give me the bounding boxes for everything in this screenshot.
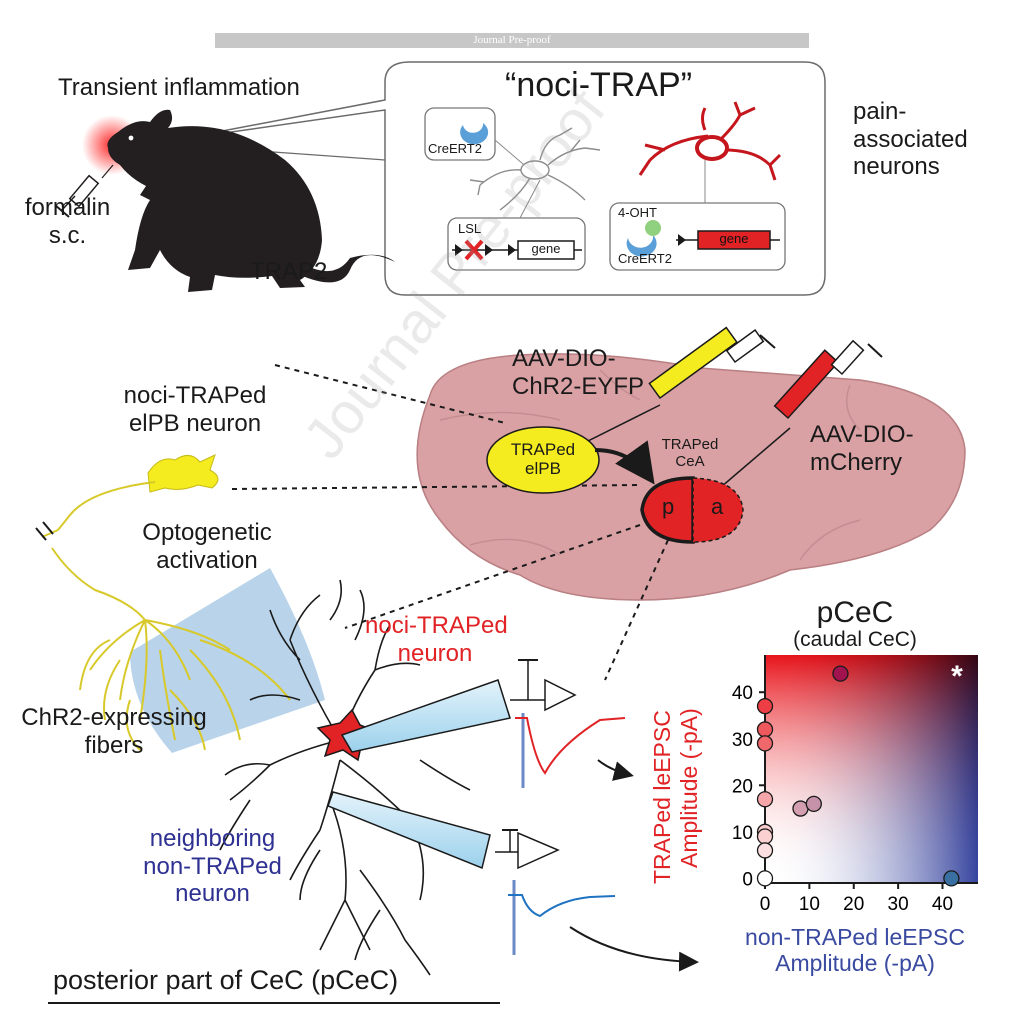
syringe-mcherry <box>699 339 883 506</box>
chr2-fibers-label: ChR2-expressing fibers <box>21 704 207 759</box>
x-tick-label: 0 <box>760 894 771 915</box>
creert2-icon <box>460 123 489 145</box>
traped-cea-label: TRAPed CeA <box>661 436 719 470</box>
fiber-break-icon <box>35 521 54 541</box>
data-point <box>756 828 774 845</box>
data-point <box>943 870 960 887</box>
data-point <box>756 870 774 887</box>
syringe-icon <box>54 164 114 218</box>
journal-banner: Journal Pre-proof <box>215 33 809 48</box>
4-oht-label: 4-OHT <box>618 205 657 220</box>
pipette-top <box>340 659 577 753</box>
syringe-chr2 <box>559 326 776 456</box>
gene-label-2: gene <box>719 231 749 246</box>
gene-activation-cassette <box>626 220 780 257</box>
chart-subtitle: (caudal CeC) <box>793 628 917 651</box>
data-point <box>756 791 774 808</box>
x-tick-label: 30 <box>888 894 909 915</box>
x-tick-label: 40 <box>932 894 953 915</box>
y-axis-label-line-2: Amplitude (-pA) <box>676 708 702 868</box>
x-tick-label: 20 <box>843 894 864 915</box>
cea-p-label: p <box>662 494 675 519</box>
footer-title: posterior part of CeC (pCeC) <box>53 965 399 995</box>
mouse-icon <box>107 109 395 292</box>
data-point <box>756 735 774 752</box>
y-tick-label: 20 <box>732 776 753 797</box>
scatter-chart: 0 10 20 30 40 0 10 20 30 40 * <box>732 655 978 915</box>
noci-elpb-label: noci-TRAPed elPB neuron <box>123 382 267 437</box>
epsc-trace-red <box>515 713 626 788</box>
lsl-label: LSL <box>458 221 482 236</box>
x-tick-label: 10 <box>799 894 820 915</box>
arrow-to-chart-1 <box>597 759 634 781</box>
aav-mcherry-label: AAV-DIO- mCherry <box>810 421 914 476</box>
gene-label: gene <box>531 241 561 256</box>
elpb-neuron-icon <box>147 454 219 493</box>
inflammation-title: Transient inflammation <box>58 74 300 101</box>
y-axis-label-line-1: TRAPed leEPSC <box>649 710 675 884</box>
creert2-label-2: CreERT2 <box>618 251 672 266</box>
arrow-to-chart-2 <box>569 926 699 972</box>
creert2-label: CreERT2 <box>428 141 482 156</box>
y-tick-label: 40 <box>732 683 753 704</box>
lsl-cassette <box>452 239 582 261</box>
untrapped-neuron-icon <box>469 127 601 211</box>
cea-region <box>640 476 744 544</box>
noci-trap-title: “noci-TRAP” <box>505 66 693 104</box>
chr2-fibers <box>41 481 291 751</box>
epsc-trace-blue <box>508 880 616 955</box>
aav-chr2-label: AAV-DIO- ChR2-EYFP <box>512 345 645 400</box>
trapped-neuron-icon <box>638 101 782 181</box>
data-point <box>756 842 774 859</box>
significance-star: * <box>951 660 963 693</box>
pain-neurons-label: pain- associated neurons <box>853 98 968 181</box>
noci-neuron-label: noci-TRAPed neuron <box>365 612 508 667</box>
data-point <box>805 795 822 813</box>
data-point <box>756 721 774 738</box>
y-tick-label: 10 <box>732 823 753 844</box>
data-point <box>832 665 849 682</box>
light-cone <box>130 568 325 753</box>
projection-arrow <box>594 440 655 485</box>
pipette-bottom <box>327 791 560 870</box>
neighbor-neuron-label: neighboring non-TRAPed neuron <box>143 825 282 908</box>
y-tick-label: 0 <box>742 869 753 890</box>
optogenetic-label: Optogenetic activation <box>142 519 272 574</box>
mouse-line-label: TRAP2 <box>250 258 328 285</box>
x-axis-label: non-TRAPed leEPSC Amplitude (-pA) <box>745 924 965 977</box>
traped-elpb-region <box>486 426 600 494</box>
y-tick-label: 30 <box>732 730 753 751</box>
injection-label: formalin s.c. <box>24 194 111 249</box>
traped-elpb-label: TRAPed elPB <box>510 440 576 478</box>
chart-title: pCeC <box>816 596 894 629</box>
data-point <box>756 698 774 715</box>
y-axis-label: TRAPed leEPSC Amplitude (-pA) <box>649 672 730 892</box>
cea-a-label: a <box>711 494 724 519</box>
